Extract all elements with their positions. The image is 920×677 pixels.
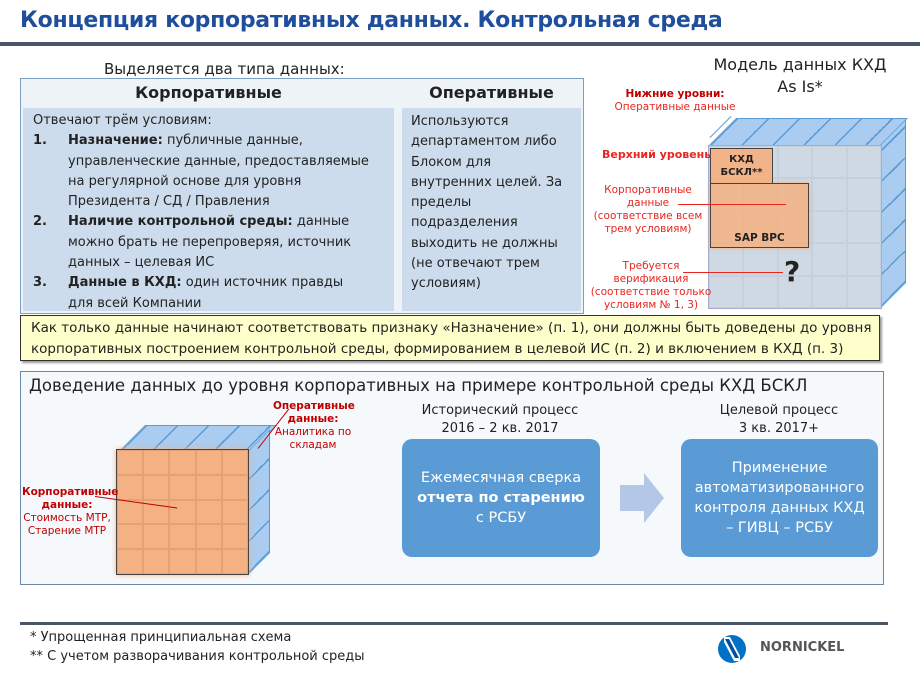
cube-cell <box>117 549 144 574</box>
cube-cell <box>143 450 170 475</box>
cube-cell <box>812 243 847 276</box>
slide-title: Концепция корпоративных данных. Контроль… <box>20 8 723 33</box>
cube-cell <box>221 450 248 475</box>
cube-cell <box>169 450 196 475</box>
cube-cell <box>777 243 813 276</box>
cube-cell <box>221 524 248 550</box>
cube-cell <box>117 524 144 550</box>
nornickel-logo-icon <box>718 635 746 663</box>
cube-cell <box>846 146 881 179</box>
cube-front-face-corporate <box>116 449 249 575</box>
cube-cell <box>709 243 744 276</box>
corporate-data-example-label: Корпоративные данные: Стоимость МТР, Ста… <box>22 486 119 537</box>
footer-divider <box>20 622 888 625</box>
pointer-line <box>683 272 783 273</box>
sap-bpc-box: SAP BPC <box>710 183 809 248</box>
cube-cell <box>143 474 170 500</box>
target-process-box: Применение автоматизированного контроля … <box>681 439 878 557</box>
condition-item: 3.Данные в КХД: один источник правды для… <box>33 275 344 311</box>
verification-label: Требуется верификация (соответствие толь… <box>590 260 712 311</box>
cube-cell <box>812 275 847 308</box>
cube-cell <box>812 146 847 179</box>
cube-cell <box>143 524 170 550</box>
corporate-header: Корпоративные <box>135 83 282 102</box>
kxd-bsk-box: КХД БСКЛ** <box>710 148 773 184</box>
cube-cell <box>195 450 222 475</box>
notice-box: Как только данные начинают соответствова… <box>20 315 880 361</box>
arrow-right-icon <box>620 473 664 523</box>
pointer-line <box>678 204 786 205</box>
cube-cell <box>846 210 881 244</box>
logo-text: NORNICKEL <box>760 640 845 655</box>
upper-level-label: Верхний уровень <box>602 148 712 161</box>
cube-cell <box>221 499 248 525</box>
cube-cell <box>143 549 170 574</box>
footnote: ** С учетом разворачивания контрольной с… <box>30 649 365 664</box>
condition-item: 1.Назначение: публичные данные, управлен… <box>33 133 369 210</box>
cube-cell <box>846 243 881 276</box>
cube-cell <box>169 524 196 550</box>
question-mark: ? <box>784 255 801 288</box>
cube-side-face <box>880 119 906 309</box>
corporate-cell: Отвечают трём условиям: 1.Назначение: пу… <box>23 108 394 311</box>
cube-cell <box>117 450 144 475</box>
cube-cell <box>221 549 248 574</box>
lower-levels-label: Нижние уровни: Оперативные данные <box>614 88 736 113</box>
cube-cell <box>169 549 196 574</box>
cube-top-face <box>708 118 908 146</box>
cube-cell <box>221 474 248 500</box>
cube-cell <box>777 146 813 179</box>
operational-cell: Используются департаментом либо Блоком д… <box>402 108 581 311</box>
data-types-table: Корпоративные Оперативные Отвечают трём … <box>20 78 584 314</box>
title-divider <box>0 42 920 46</box>
cube-cell <box>709 275 744 308</box>
cube-cell <box>195 499 222 525</box>
cube-cell <box>195 524 222 550</box>
cube-cell <box>169 474 196 500</box>
cube-cell <box>846 178 881 211</box>
cube-cell <box>777 275 813 308</box>
operational-header: Оперативные <box>429 83 554 102</box>
corporate-intro: Отвечают трём условиям: <box>33 113 212 128</box>
cube-cell <box>195 549 222 574</box>
operational-text: Используются департаментом либо Блоком д… <box>411 114 563 292</box>
cube-cell <box>812 210 847 244</box>
target-process-label: Целевой процесс 3 кв. 2017+ <box>719 403 839 436</box>
cube-side-face <box>248 429 270 575</box>
cube-cell <box>169 499 196 525</box>
cube-cell <box>812 178 847 211</box>
cube-cell <box>846 275 881 308</box>
historical-process-label: Исторический процесс 2016 – 2 кв. 2017 <box>421 403 579 436</box>
model-title: Модель данных КХД As Is* <box>713 55 887 96</box>
example-title: Доведение данных до уровня корпоративных… <box>29 376 808 395</box>
condition-item: 2.Наличие контрольной среды: данные можн… <box>33 214 352 271</box>
corporate-data-label: Корпоративные данные (соответствие всем … <box>593 184 703 235</box>
cube-cell <box>117 474 144 500</box>
subtitle: Выделяется два типа данных: <box>104 60 345 78</box>
operational-data-label: Оперативные данные: Аналитика по складам <box>273 400 355 451</box>
footnote: * Упрощенная принципиальная схема <box>30 630 292 645</box>
cube-cell <box>143 499 170 525</box>
cube-cell <box>743 275 778 308</box>
cube-cell <box>743 243 778 276</box>
cube-cell <box>195 474 222 500</box>
